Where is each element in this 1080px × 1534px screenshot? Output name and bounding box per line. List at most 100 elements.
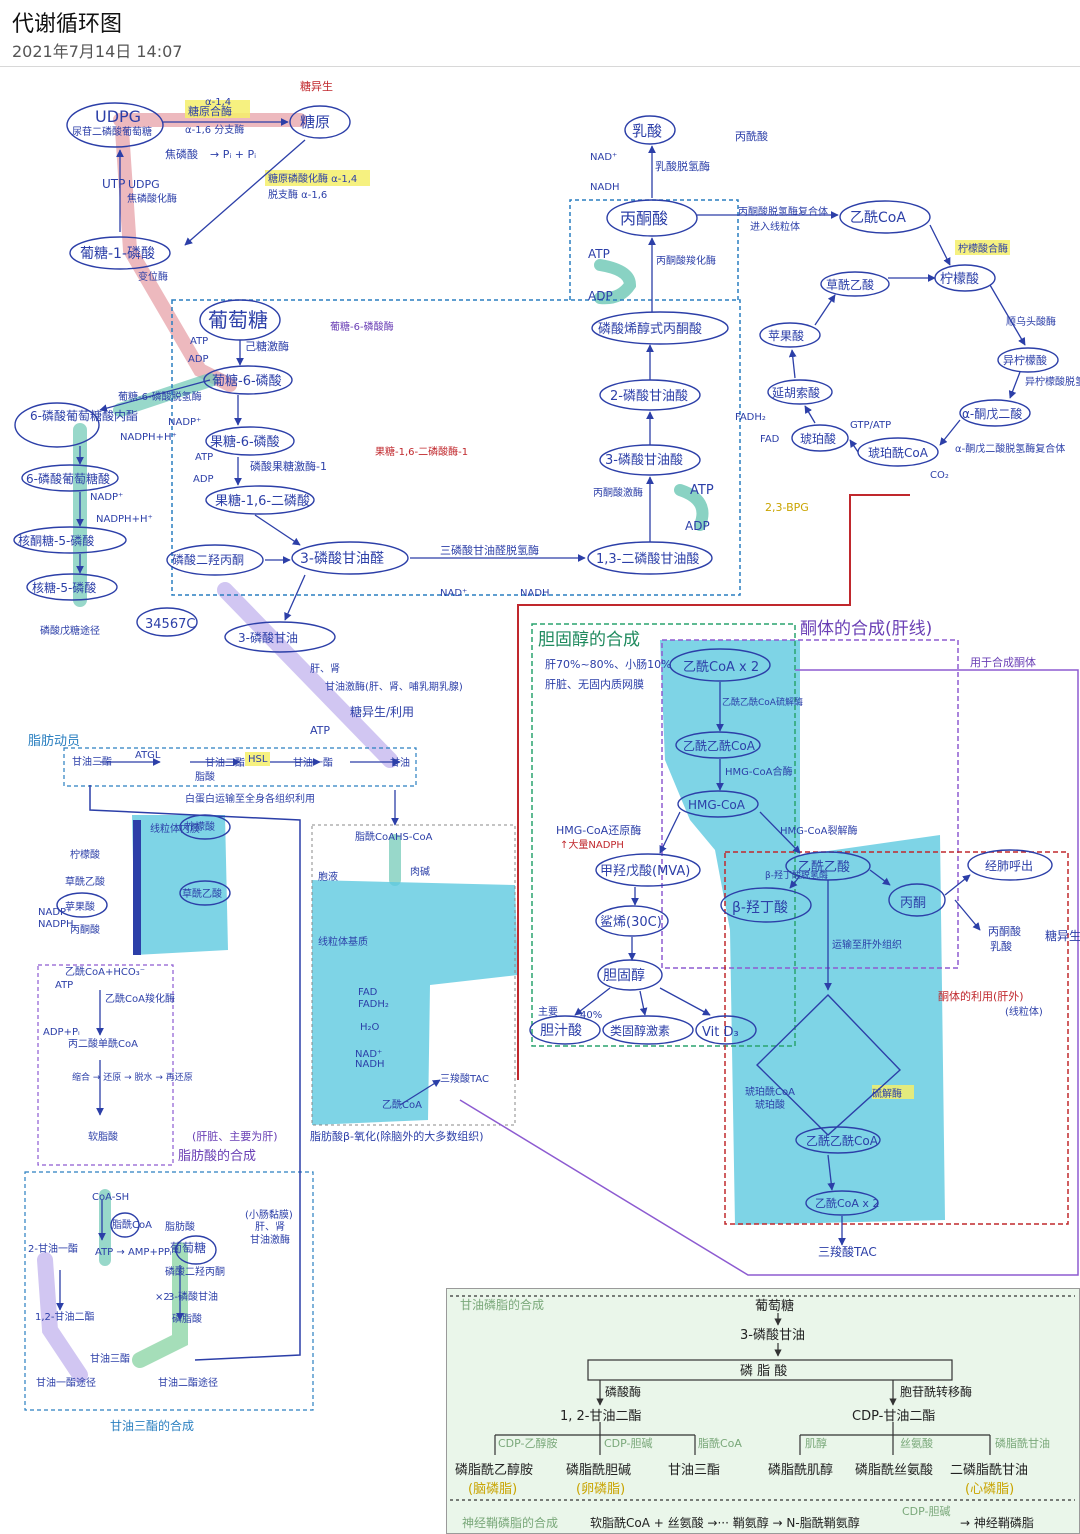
bhb: β-羟丁酸 — [732, 900, 788, 916]
frame-lipolysis — [63, 747, 417, 787]
tg-tag1: 甘油一酯途径 — [36, 1376, 96, 1389]
bdh: β-羟丁酸脱氢酶 — [765, 869, 828, 881]
pyruvate: 丙酮酸 — [620, 209, 668, 228]
gng-fa: 糖异生/利用 — [350, 704, 414, 719]
exhale: 经肺呼出 — [985, 859, 1033, 873]
fa-title: 脂肪动员 — [28, 733, 80, 749]
k-tac: 三羧酸TAC — [818, 1244, 877, 1259]
udpg-enz: 焦磷酸化酶 — [127, 192, 177, 205]
cytosol: 胞液 — [318, 870, 338, 883]
matrix: 线粒体基质 — [318, 935, 368, 948]
phospholipid-panel — [446, 1288, 1080, 1534]
dg: 甘油二酯 — [205, 756, 245, 769]
util: 酮体的利用(肝外) — [938, 989, 1024, 1003]
adp3: ADP — [685, 519, 710, 533]
pl-acylcoa: 脂酰CoA — [698, 1436, 742, 1450]
utp: UTP — [102, 177, 125, 191]
labels-tg-syn: 葡萄糖 磷酸二羟丙酮 3-磷酸甘油 磷脂酸 CoA-SH 脂酰CoA 脂肪酸 2… — [28, 1192, 293, 1433]
note-date: 2021年7月14日 14:07 — [12, 42, 183, 61]
fs-oaa2: 草酰乙酸 — [182, 887, 222, 900]
tg-dg: 1,2-甘油二酯 — [35, 1310, 95, 1323]
hsl: HSL — [248, 754, 268, 765]
fum: 延胡索酸 — [772, 385, 820, 400]
pl-pa: 磷 脂 酸 — [740, 1364, 787, 1379]
phos: 糖原磷酸化酶 α-1,4 — [268, 172, 357, 185]
succoa2: 琥珀酰CoA — [745, 1085, 795, 1098]
pl-pe-sub: (脑磷脂) — [468, 1482, 517, 1497]
g6pd: 葡糖-6-磷酸脱氢酶 — [118, 390, 202, 403]
fs-nadph: NADPH — [38, 919, 74, 930]
enz3: α-1,6 分支酶 — [185, 123, 244, 136]
ketone-util-diamond — [756, 994, 902, 1136]
pl-pe: 磷脂酰乙醇胺 — [455, 1462, 533, 1478]
hl-cit — [955, 240, 1010, 255]
bpg13: 1,3-二磷酸甘油酸 — [596, 552, 699, 567]
steps: 缩合 → 还原 → 脱水 → 再还原 — [72, 1071, 193, 1083]
fbpase: 果糖-1,6-二磷酸酶-1 — [375, 445, 468, 458]
pep: 磷酸烯醇式丙酮酸 — [598, 321, 702, 337]
adp1: ADP — [188, 354, 209, 365]
cyan-blobs — [132, 640, 945, 1225]
frame-glycolysis — [171, 299, 741, 596]
ketone-use: 用于合成酮体 — [970, 655, 1036, 669]
tg-tg: 甘油三酯 — [90, 1352, 130, 1365]
ppp-tag: 磷酸戊糖途径 — [40, 624, 100, 637]
pl-glucose: 葡萄糖 — [755, 1298, 794, 1314]
labels-ppp: 6-磷酸葡萄糖酸内酯 葡糖-6-磷酸脱氢酶 NADPH+H⁺ NADP⁺ 6-磷… — [18, 390, 298, 645]
lavender-glycerol-highlight — [217, 582, 398, 768]
fadh-fa: FADH₂ — [358, 999, 389, 1010]
cyan-blob-tca — [132, 815, 228, 955]
ldh: 乳酸脱氢酶 — [655, 159, 710, 173]
note-title[interactable]: 代谢循环图 — [12, 12, 123, 37]
tg-title: 甘油三酯的合成 — [110, 1418, 194, 1433]
tg-note: 肝、肾 — [255, 1221, 285, 1233]
tg-fa: 脂肪酸 — [165, 1220, 195, 1233]
ketone-title: 酮体的合成(肝线) — [800, 619, 932, 639]
tg-acyl: 脂酰CoA — [112, 1218, 152, 1231]
fs-acoa: 乙酰CoA+HCO₃⁻ — [65, 965, 145, 978]
debr: 脱支酶 α-1,6 — [268, 188, 327, 201]
fs-pyr: 丙酮酸 — [70, 923, 100, 936]
fad: FAD — [760, 434, 780, 445]
nad-fa: NAD⁺ — [355, 1049, 382, 1060]
pl-ser: 丝氨酸 — [900, 1436, 933, 1450]
squal: 鲨烯(30C) — [600, 915, 662, 930]
fs-nadp: NADP⁺ — [38, 907, 71, 918]
frame-tgsyn — [24, 1171, 314, 1411]
pl-ino: 肌醇 — [805, 1436, 827, 1450]
tg-tag2: 甘油二酯途径 — [158, 1376, 218, 1389]
note-header: 代谢循环图 2021年7月14日 14:07 — [0, 0, 1080, 67]
pl-pc-sub: (卵磷脂) — [576, 1482, 625, 1497]
bpg23: 2,3-BPG — [765, 501, 809, 514]
mcoa: 丙二酸单酰CoA — [68, 1037, 138, 1050]
f6p: 果糖-6-磷酸 — [210, 434, 280, 450]
mg: 甘油一酯 — [293, 756, 333, 769]
chol-sub1: 肝70%~80%、小肠10% — [545, 658, 672, 671]
r5p: 核糖-5-磷酸 — [32, 580, 96, 595]
succoa: 琥珀酰CoA — [868, 446, 929, 460]
fs-shuttle: 线粒体内膜 — [150, 822, 200, 835]
blue-line — [89, 785, 301, 1361]
mutase: 变位酶 — [138, 270, 168, 283]
tg-coa: CoA-SH — [92, 1192, 129, 1203]
enter: 进入线粒体 — [750, 220, 800, 233]
dhap: 磷酸二羟丙酮 — [172, 552, 244, 567]
pyr2: 丙酮酸 — [988, 924, 1021, 938]
fs-title: 脂肪酸的合成 — [178, 1148, 256, 1164]
nadph1: NADPH+H⁺ — [120, 432, 177, 443]
hk: 己糖激酶 — [245, 339, 289, 353]
sph-title: 神经鞘磷脂的合成 — [462, 1515, 558, 1530]
udpg2: UDPG — [128, 178, 160, 191]
chol-acoa2: 乙酰CoA x 2 — [683, 660, 759, 675]
co2: CO₂ — [930, 470, 949, 481]
tg-pa: 磷脂酸 — [172, 1312, 202, 1325]
hsa: HS-CoA — [395, 832, 433, 843]
nadp2: NADP⁺ — [90, 492, 123, 503]
sph-end: → 神经鞘磷脂 — [960, 1515, 1034, 1530]
pc-enz: 丙酮酸羧化酶 — [656, 254, 716, 267]
nadh-fa: NADH — [355, 1059, 385, 1070]
h2o-fa: H₂O — [360, 1022, 380, 1033]
pgl1: 6-磷酸葡萄糖酸内酯 — [30, 408, 138, 423]
lavender-mg-highlight — [37, 1252, 88, 1383]
